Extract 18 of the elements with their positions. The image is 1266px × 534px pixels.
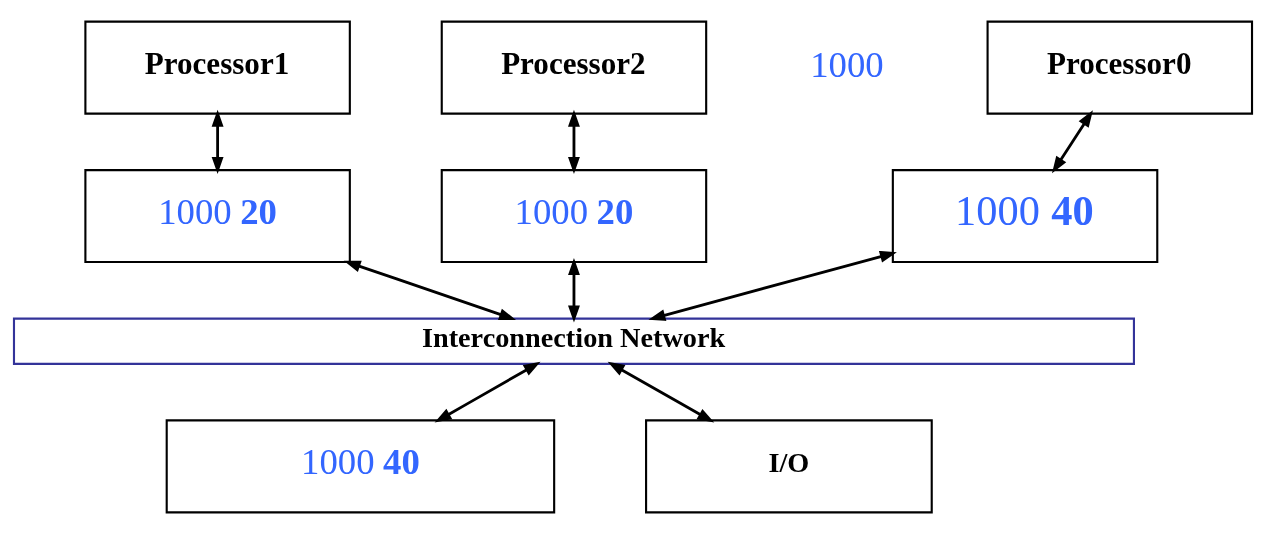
arrow <box>568 258 580 323</box>
node-box: Processor0 <box>986 20 1254 115</box>
arrow <box>211 109 224 174</box>
node-box: Interconnection Network <box>12 317 1135 365</box>
node-box: I/O <box>645 419 933 514</box>
node-box: Processor1 <box>84 20 351 115</box>
node-box: 1000 20 <box>84 169 351 264</box>
arrow <box>1052 110 1093 174</box>
node-box: 1000 40 <box>891 169 1159 264</box>
arrow <box>343 260 517 321</box>
arrow <box>607 361 715 423</box>
arrow <box>648 250 897 321</box>
arrow <box>568 109 580 174</box>
node-box: 1000 40 <box>165 419 556 514</box>
arrow <box>434 361 541 423</box>
node-box: 1000 20 <box>440 169 708 264</box>
node-box: Processor2 <box>440 20 708 115</box>
label: 1000 <box>810 43 884 85</box>
